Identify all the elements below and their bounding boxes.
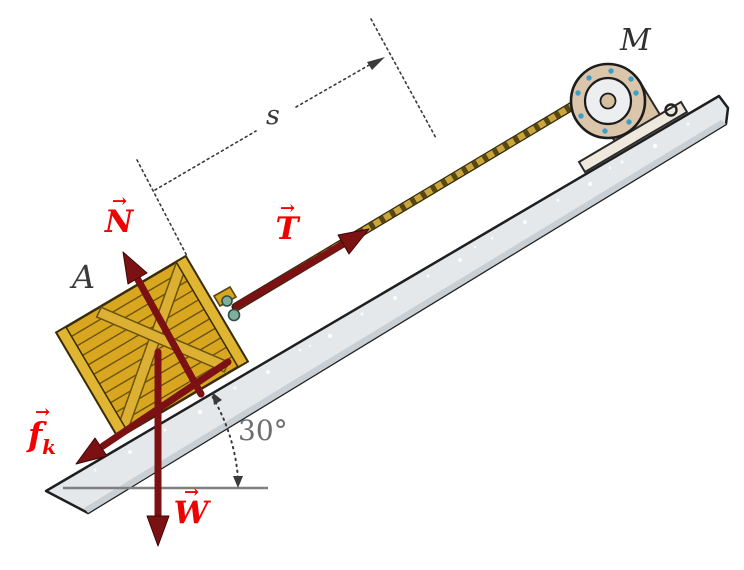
hook (212, 285, 241, 322)
angle-arc-arrowhead-top (212, 392, 222, 405)
crate-frame-right (175, 255, 249, 369)
vector-arrow-icon: → (34, 402, 50, 423)
friction-force-arrow-shaft (99, 358, 232, 450)
crate-label: A (72, 258, 96, 296)
winch-label: M (620, 23, 651, 58)
normal-force-letter: N (104, 203, 134, 240)
tension-force-letter: T (275, 210, 299, 247)
normal-force-arrowhead (122, 251, 148, 285)
displacement-dimension (136, 18, 437, 257)
vector-arrow-icon: → (279, 198, 295, 219)
weight-force-letter: W (173, 494, 209, 531)
dim-extension-right (370, 18, 437, 139)
hook-loop-upper (221, 295, 233, 307)
tension-force-label: → T (264, 198, 310, 247)
force-arrowheads (75, 228, 370, 547)
anchor-ring (664, 103, 678, 117)
incline-angle-label: 30° (238, 414, 288, 447)
friction-force-letter: f (27, 414, 43, 454)
dim-line-right-segment (295, 59, 379, 108)
force-arrows (99, 240, 347, 522)
incline-board (44, 94, 730, 515)
angle-arc (211, 392, 243, 488)
normal-force-arrow-shaft (133, 274, 205, 398)
angle-arc-arrowhead-bottom (233, 476, 243, 488)
friction-force-arrowhead (75, 437, 108, 465)
dim-extension-left (136, 159, 188, 257)
friction-subscript: k (42, 434, 57, 459)
weight-force-label: → W (168, 482, 214, 531)
normal-force-label: → N (96, 191, 142, 240)
winch-base-plate (577, 100, 689, 174)
displacement-label: s (266, 100, 280, 131)
tension-force-arrowhead (337, 228, 370, 255)
winch (569, 62, 689, 174)
crate (54, 254, 250, 440)
incline-bottom-shade (84, 120, 726, 513)
incline-speckles (93, 122, 690, 472)
dim-arrowhead (367, 57, 385, 70)
tension-force-arrow-shaft (233, 240, 347, 310)
weight-force-arrowhead (146, 515, 170, 547)
vector-arrow-icon: → (183, 482, 199, 503)
vector-arrow-icon: → (111, 191, 127, 212)
hook-loop-lower (227, 308, 241, 322)
dim-line-left-segment (154, 130, 257, 191)
winch-axle-hole (599, 92, 617, 110)
winch-bolts (575, 68, 639, 134)
friction-force-label: → fk (16, 402, 68, 457)
